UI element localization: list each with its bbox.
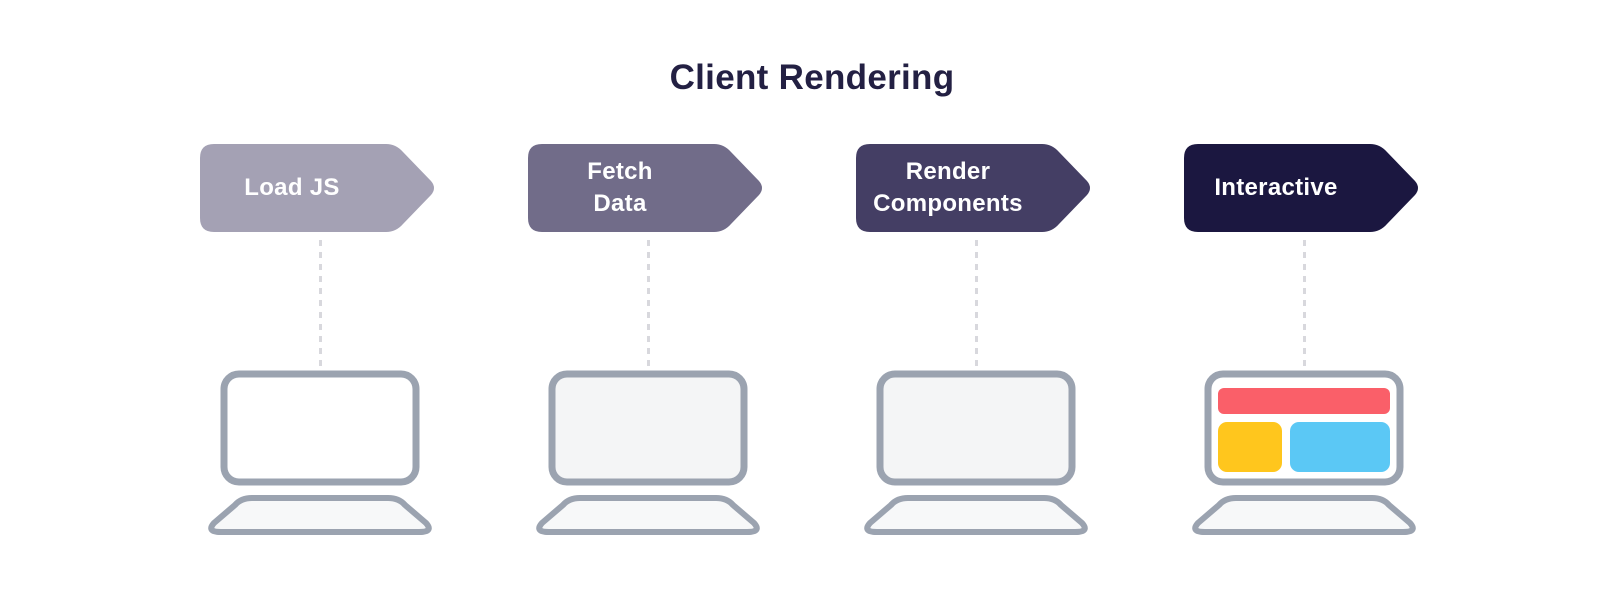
laptop-screen-blank bbox=[876, 370, 1076, 486]
stage-arrow-fetch-data: Fetch Data bbox=[528, 144, 768, 232]
laptop-icon bbox=[208, 370, 432, 535]
stage-column-fetch-data: Fetch Data bbox=[528, 144, 768, 537]
laptop-screen-blank bbox=[220, 370, 420, 486]
stage-label: Render Components bbox=[873, 158, 1023, 217]
arrow-right-shape bbox=[1184, 144, 1418, 232]
arrow-right-shape bbox=[528, 144, 762, 232]
laptop-icon bbox=[864, 370, 1088, 535]
stage-column-interactive: Interactive bbox=[1184, 144, 1424, 537]
laptop-icon bbox=[536, 370, 760, 535]
stage-column-render-components: Render Components bbox=[856, 144, 1096, 537]
stage-label: Interactive bbox=[1214, 174, 1338, 201]
connector-dashed-line bbox=[1302, 240, 1306, 366]
laptop-base bbox=[1192, 495, 1416, 535]
ui-right-block bbox=[1290, 422, 1390, 472]
connector-dashed-line bbox=[318, 240, 322, 366]
laptop-icon bbox=[1192, 370, 1416, 535]
laptop-base bbox=[208, 495, 432, 535]
laptop-base bbox=[864, 495, 1088, 535]
laptop-screen-blank bbox=[548, 370, 748, 486]
ui-left-block bbox=[1218, 422, 1282, 472]
arrow-right-shape bbox=[200, 144, 434, 232]
stages-row: Load JS Fetch Data bbox=[0, 144, 1624, 537]
ui-header-block bbox=[1218, 388, 1390, 414]
stage-label: Fetch Data bbox=[587, 158, 653, 217]
stage-column-load-js: Load JS bbox=[200, 144, 440, 537]
stage-arrow-render-components: Render Components bbox=[856, 144, 1096, 232]
stage-label: Load JS bbox=[244, 174, 340, 201]
diagram-title: Client Rendering bbox=[669, 58, 955, 97]
connector-dashed-line bbox=[974, 240, 978, 366]
laptop-base bbox=[536, 495, 760, 535]
stage-arrow-load-js: Load JS bbox=[200, 144, 440, 232]
arrow-right-shape bbox=[856, 144, 1090, 232]
connector-dashed-line bbox=[646, 240, 650, 366]
stage-arrow-interactive: Interactive bbox=[1184, 144, 1424, 232]
